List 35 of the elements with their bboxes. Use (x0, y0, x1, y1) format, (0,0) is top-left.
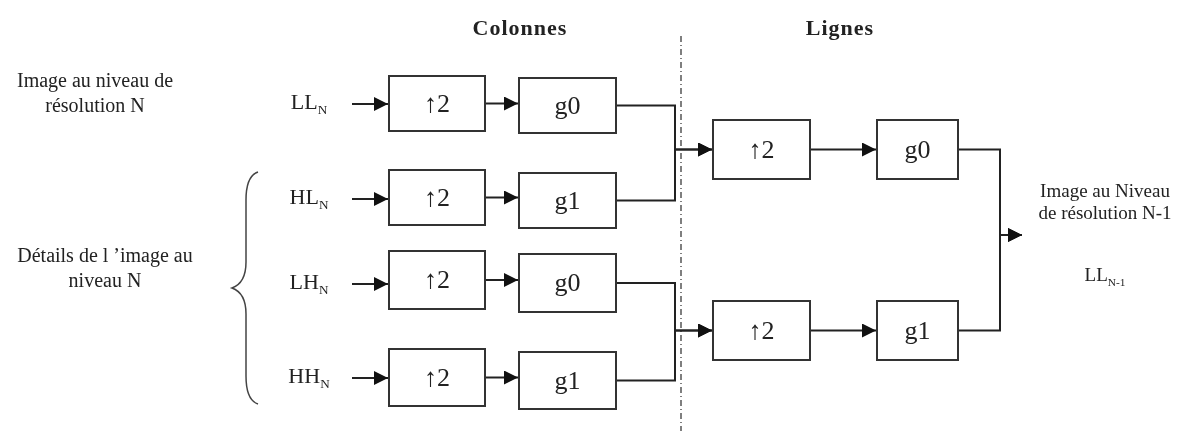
process-box: ↑2 (388, 75, 486, 132)
process-box: ↑2 (712, 300, 811, 361)
arrow (810, 142, 877, 157)
arrow (810, 323, 877, 338)
column-heading: Lignes (804, 14, 876, 42)
arrow (351, 277, 389, 291)
arrow (616, 323, 713, 382)
process-box: ↑2 (388, 169, 486, 226)
arrow (351, 192, 389, 206)
output-label: Image au Niveau de résolution N-1 (1037, 180, 1173, 224)
input-label: HH$_{N}$ (288, 363, 330, 393)
process-box: g0 (876, 119, 959, 180)
arrow (616, 142, 713, 202)
process-box: g1 (876, 300, 959, 361)
input-label: LH$_{N}$ (289, 269, 329, 299)
arrow (485, 273, 519, 287)
input-label: HL$_{N}$ (289, 184, 329, 214)
process-box: ↑2 (388, 250, 486, 310)
arrow (958, 228, 1023, 332)
process-box: g0 (518, 253, 617, 313)
output-label: LL$_{N-1}$ (1084, 264, 1126, 288)
annotation-text: Image au niveau de résolution N (15, 68, 174, 118)
process-box: g1 (518, 351, 617, 410)
arrow (485, 190, 519, 205)
arrow (485, 96, 519, 111)
arrow (485, 370, 519, 385)
column-heading: Colonnes (471, 14, 569, 42)
process-box: ↑2 (388, 348, 486, 407)
input-label: LL$_{N}$ (290, 89, 328, 119)
annotation-text: Détails de l ’image au niveau N (16, 243, 194, 293)
arrow (351, 371, 389, 385)
arrow (351, 97, 389, 111)
process-box: ↑2 (712, 119, 811, 180)
process-box: g0 (518, 77, 617, 134)
process-box: g1 (518, 172, 617, 229)
